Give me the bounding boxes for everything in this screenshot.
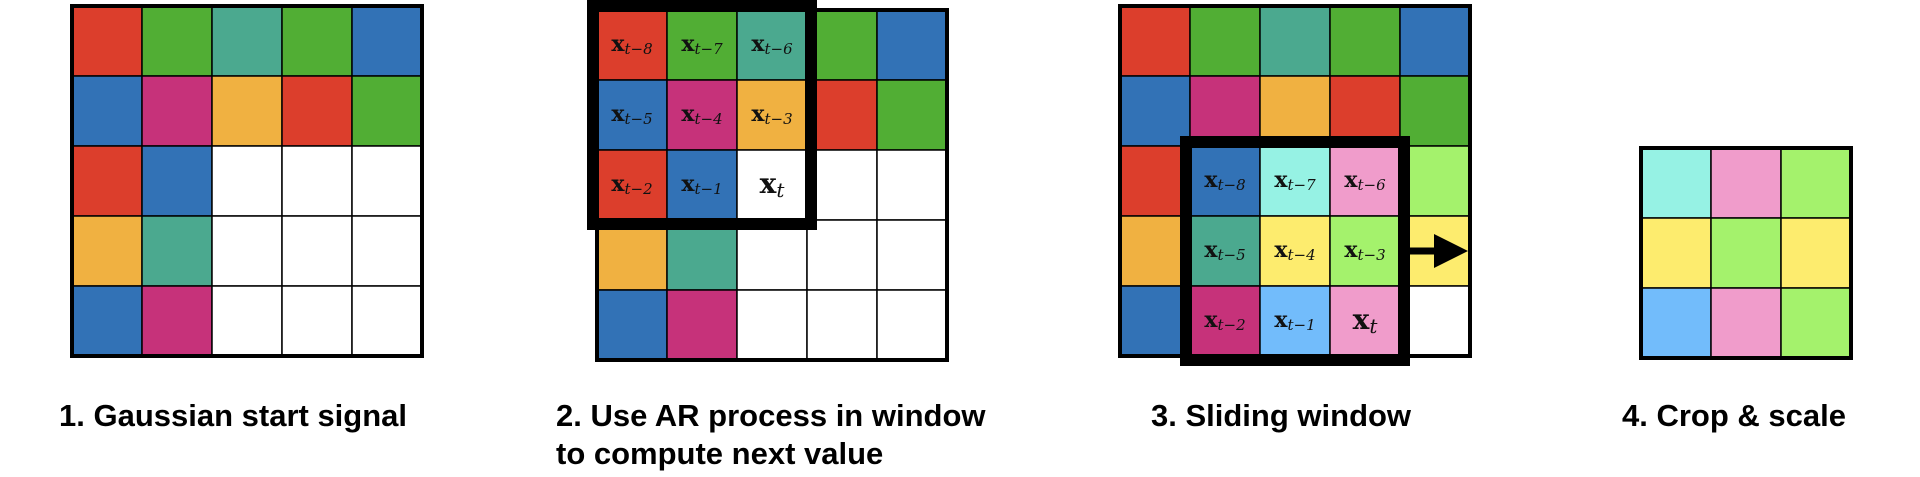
- caption-line: 2. Use AR process in window: [556, 398, 986, 433]
- cell-label: xt−5: [1204, 237, 1245, 264]
- cell-label: xt−1: [1274, 307, 1315, 334]
- grid-cell: [141, 5, 213, 77]
- grid-cell: [666, 289, 738, 361]
- grid-cell: [1640, 217, 1712, 289]
- grid-cell: [141, 145, 213, 217]
- grid-cell: [1119, 75, 1191, 147]
- window-frame: [587, 0, 817, 230]
- grid-cell: [1259, 5, 1331, 77]
- grid-cell: [596, 149, 668, 221]
- grid-cell: [71, 285, 143, 357]
- caption-ar-process: 2. Use AR process in window to compute n…: [556, 397, 986, 473]
- caption-line: 3. Sliding window: [1151, 398, 1412, 433]
- grid-cell: [806, 289, 878, 361]
- cell-label: xt: [760, 167, 786, 202]
- grid-cell: [1780, 217, 1852, 289]
- cell-label: xt: [1353, 303, 1379, 338]
- caption-gaussian-start: 1. Gaussian start signal: [59, 397, 407, 435]
- grid-cell: [1640, 287, 1712, 359]
- grid-cell: [1780, 147, 1852, 219]
- cell-label: xt−2: [611, 171, 652, 198]
- grid-cell: [1259, 75, 1331, 147]
- grid-cell: [1259, 285, 1331, 357]
- grid-cells: [71, 5, 423, 357]
- caption-line: 4. Crop & scale: [1622, 398, 1846, 433]
- grid-cell: [1780, 287, 1852, 359]
- grid-cell: [1259, 145, 1331, 217]
- grid-cells: [596, 9, 948, 361]
- cell-label: xt−4: [1274, 237, 1315, 264]
- grid-cell: [141, 215, 213, 287]
- grid-cell: [1119, 5, 1191, 77]
- cell-label: xt−5: [611, 101, 652, 128]
- cell-label: xt−2: [1204, 307, 1245, 334]
- cell-label: xt−6: [1344, 167, 1386, 194]
- arrow-head-icon: [1434, 234, 1468, 268]
- grid-cell: [351, 75, 423, 147]
- grid-cell: [1189, 75, 1261, 147]
- grid-cell: [351, 215, 423, 287]
- grid-cell: [141, 285, 213, 357]
- grid-cell: [211, 75, 283, 147]
- grid-cell: [281, 145, 353, 217]
- grid-cell: [876, 289, 948, 361]
- cell-label: xt−1: [681, 171, 722, 198]
- grid-cell: [736, 9, 808, 81]
- cell-label: xt−8: [1204, 167, 1245, 194]
- grid-cell: [666, 9, 738, 81]
- grid-cell: [281, 215, 353, 287]
- grid-border: [1639, 146, 1853, 360]
- cell-label: xt−8: [611, 31, 652, 58]
- grid-cell: [1329, 75, 1401, 147]
- ar-window: xt−8 xt−7 xt−6 xt−5 xt−4 xt−3 xt−2 xt−1 xt: [1180, 136, 1468, 366]
- cell-label: xt−6: [751, 31, 793, 58]
- grid-cell: [211, 285, 283, 357]
- grid-cell: [211, 215, 283, 287]
- grid-cell: [1329, 215, 1401, 287]
- grid-cell: [1119, 215, 1191, 287]
- grid-cell: [1710, 147, 1782, 219]
- cell-label: xt−7: [1274, 167, 1316, 194]
- caption-crop-scale: 4. Crop & scale: [1622, 397, 1846, 435]
- caption-line: 1. Gaussian start signal: [59, 398, 408, 433]
- grid-cell: [876, 219, 948, 291]
- grid-cell: [1189, 5, 1261, 77]
- grid-cell: [1329, 5, 1401, 77]
- grid-cell: [806, 219, 878, 291]
- cell-label: xt−7: [681, 31, 723, 58]
- grid-cells: [1640, 147, 1852, 359]
- grid-cell: [596, 219, 668, 291]
- cell-label: xt−4: [681, 101, 722, 128]
- grid-cell: [736, 149, 808, 221]
- grid-cell: [1119, 285, 1191, 357]
- grid-cell: [736, 289, 808, 361]
- ar-window: xt−8 xt−7 xt−6 xt−5 xt−4 xt−3 xt−2 xt−1 xt: [587, 0, 817, 230]
- grid-cell: [596, 9, 668, 81]
- cell-label: xt−3: [1344, 237, 1385, 264]
- cell-label: xt−3: [751, 101, 792, 128]
- grid-border: [70, 4, 424, 358]
- grid-cell: [1399, 75, 1471, 147]
- grid-cell: [806, 149, 878, 221]
- grid-cell: [1710, 217, 1782, 289]
- grid-cell: [1189, 145, 1261, 217]
- grid-cells: [1119, 5, 1471, 357]
- grid-cell: [1329, 285, 1401, 357]
- caption-line: to compute next value: [556, 436, 884, 471]
- grid-cell: [71, 5, 143, 77]
- grid-cell: [1710, 287, 1782, 359]
- caption-sliding-window: 3. Sliding window: [1151, 397, 1411, 435]
- grid-cell: [876, 79, 948, 151]
- grid-cell: [1640, 147, 1712, 219]
